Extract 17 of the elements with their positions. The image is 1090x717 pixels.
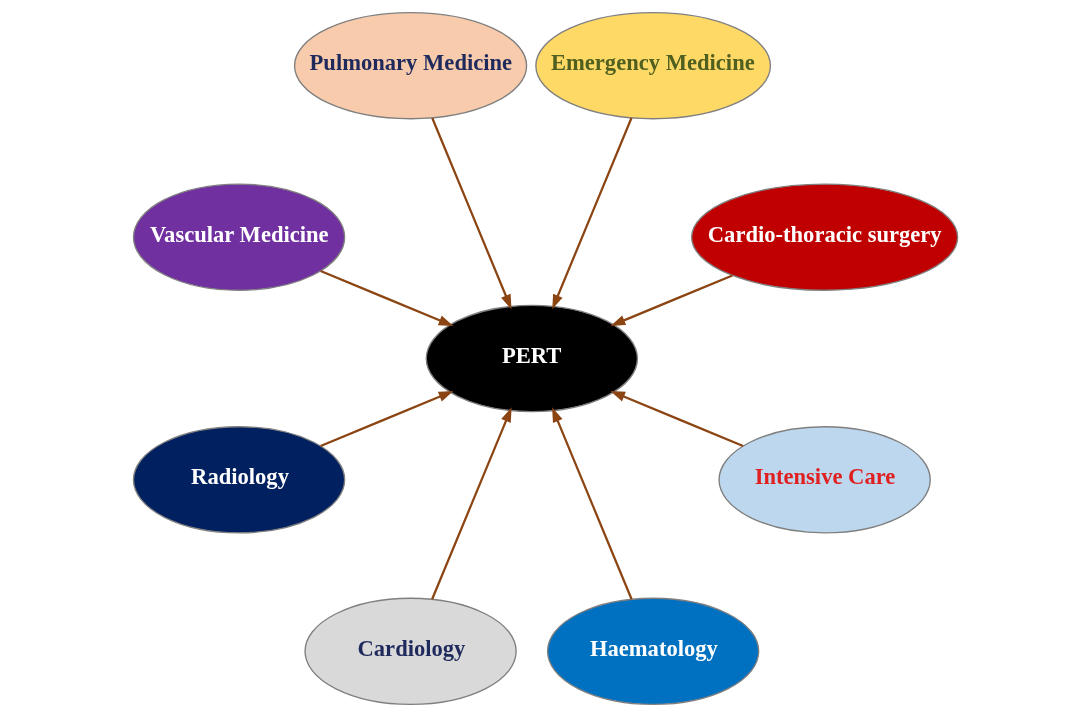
arrow (430, 407, 512, 600)
node-ellipse: Intensive Care (717, 426, 931, 534)
arrow (609, 391, 744, 448)
arrow (319, 391, 453, 448)
arrow (551, 407, 633, 600)
node-ellipse: Vascular Medicine (132, 183, 345, 291)
node-ellipse: Pulmonary Medicine (293, 11, 527, 120)
node-ellipse: Haematology (546, 597, 759, 706)
node-ellipse: Emergency Medicine (534, 11, 771, 120)
arrow (319, 269, 453, 326)
arrow (610, 274, 733, 326)
arrow (430, 117, 511, 310)
node-ellipse: Cardio-thoracic surgery (690, 183, 958, 291)
arrow (551, 117, 632, 310)
node-ellipse: PERT (425, 304, 638, 413)
node-ellipse: Cardiology (303, 597, 517, 706)
node-ellipse: Radiology (132, 426, 345, 534)
